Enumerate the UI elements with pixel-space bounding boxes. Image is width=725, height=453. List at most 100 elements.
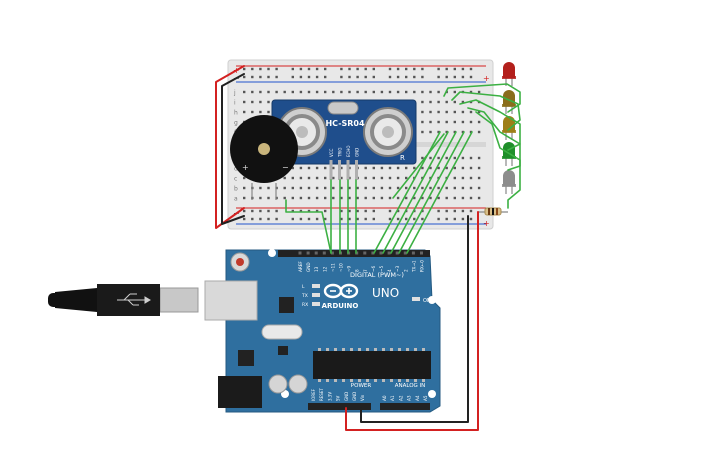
digital-pin-socket[interactable] bbox=[298, 251, 302, 255]
terminal-hole[interactable] bbox=[405, 196, 408, 200]
digital-pin-socket[interactable] bbox=[387, 251, 391, 255]
terminal-hole[interactable] bbox=[477, 110, 481, 114]
rail-hole[interactable] bbox=[307, 209, 311, 213]
rail-hole[interactable] bbox=[461, 67, 465, 71]
terminal-hole[interactable] bbox=[291, 176, 294, 180]
terminal-hole[interactable] bbox=[477, 130, 481, 134]
terminal-hole[interactable] bbox=[429, 196, 432, 200]
wire-power-left[interactable] bbox=[215, 65, 245, 229]
terminal-hole[interactable] bbox=[251, 100, 254, 104]
rail-hole[interactable] bbox=[291, 75, 294, 79]
digital-pin-socket[interactable] bbox=[411, 251, 415, 255]
terminal-hole[interactable] bbox=[315, 196, 319, 200]
terminal-hole[interactable] bbox=[372, 90, 375, 94]
terminal-hole[interactable] bbox=[469, 196, 473, 200]
terminal-hole[interactable] bbox=[372, 186, 375, 190]
terminal-hole[interactable] bbox=[372, 196, 375, 200]
terminal-hole[interactable] bbox=[421, 100, 424, 104]
terminal-hole[interactable] bbox=[413, 186, 416, 190]
terminal-hole[interactable] bbox=[283, 186, 286, 190]
terminal-hole[interactable] bbox=[477, 176, 481, 180]
terminal-hole[interactable] bbox=[380, 186, 384, 190]
terminal-hole[interactable] bbox=[340, 186, 343, 190]
rail-hole[interactable] bbox=[453, 67, 456, 71]
rail-hole[interactable] bbox=[340, 217, 343, 221]
terminal-hole[interactable] bbox=[259, 100, 262, 104]
terminal-hole[interactable] bbox=[315, 186, 319, 190]
terminal-hole[interactable] bbox=[267, 90, 270, 94]
rail-hole[interactable] bbox=[324, 67, 327, 71]
terminal-hole[interactable] bbox=[445, 130, 448, 134]
rail-hole[interactable] bbox=[396, 75, 400, 79]
rail-hole[interactable] bbox=[396, 209, 400, 213]
terminal-hole[interactable] bbox=[429, 156, 432, 160]
terminal-hole[interactable] bbox=[332, 176, 335, 180]
terminal-hole[interactable] bbox=[453, 166, 456, 170]
rail-hole[interactable] bbox=[396, 217, 400, 221]
wire-led-3[interactable] bbox=[390, 131, 457, 254]
terminal-hole[interactable] bbox=[477, 166, 481, 170]
terminal-hole[interactable] bbox=[437, 186, 440, 190]
terminal-hole[interactable] bbox=[307, 90, 311, 94]
rail-hole[interactable] bbox=[348, 217, 351, 221]
terminal-hole[interactable] bbox=[421, 110, 424, 114]
wire-led-6[interactable] bbox=[392, 133, 445, 199]
terminal-hole[interactable] bbox=[437, 166, 440, 170]
terminal-hole[interactable] bbox=[348, 90, 351, 94]
rail-hole[interactable] bbox=[275, 75, 278, 79]
terminal-hole[interactable] bbox=[429, 110, 432, 114]
rail-hole[interactable] bbox=[405, 67, 408, 71]
terminal-hole[interactable] bbox=[251, 90, 254, 94]
terminal-hole[interactable] bbox=[469, 166, 473, 170]
wire-led-loop-2[interactable] bbox=[451, 91, 521, 131]
terminal-hole[interactable] bbox=[437, 196, 440, 200]
terminal-hole[interactable] bbox=[291, 90, 294, 94]
terminal-hole[interactable] bbox=[307, 196, 311, 200]
terminal-hole[interactable] bbox=[324, 186, 327, 190]
rail-hole[interactable] bbox=[348, 209, 351, 213]
terminal-hole[interactable] bbox=[437, 100, 440, 104]
rail-hole[interactable] bbox=[413, 217, 416, 221]
terminal-hole[interactable] bbox=[332, 166, 335, 170]
terminal-hole[interactable] bbox=[388, 186, 392, 190]
terminal-hole[interactable] bbox=[396, 196, 400, 200]
terminal-hole[interactable] bbox=[477, 196, 481, 200]
terminal-hole[interactable] bbox=[461, 156, 465, 160]
rail-hole[interactable] bbox=[405, 217, 408, 221]
rail-hole[interactable] bbox=[388, 217, 392, 221]
terminal-hole[interactable] bbox=[437, 90, 440, 94]
terminal-hole[interactable] bbox=[453, 110, 456, 114]
terminal-hole[interactable] bbox=[469, 90, 473, 94]
terminal-hole[interactable] bbox=[243, 176, 246, 180]
terminal-hole[interactable] bbox=[380, 166, 384, 170]
digital-pin-socket[interactable] bbox=[403, 251, 407, 255]
terminal-hole[interactable] bbox=[243, 186, 246, 190]
terminal-hole[interactable] bbox=[356, 186, 359, 190]
terminal-hole[interactable] bbox=[267, 196, 270, 200]
rail-hole[interactable] bbox=[291, 217, 294, 221]
digital-pin-socket[interactable] bbox=[306, 251, 310, 255]
terminal-hole[interactable] bbox=[461, 110, 465, 114]
terminal-hole[interactable] bbox=[429, 120, 432, 124]
rail-hole[interactable] bbox=[453, 209, 456, 213]
digital-pin-socket[interactable] bbox=[330, 251, 334, 255]
rail-hole[interactable] bbox=[356, 209, 359, 213]
terminal-hole[interactable] bbox=[332, 186, 335, 190]
rail-hole[interactable] bbox=[388, 75, 392, 79]
terminal-hole[interactable] bbox=[469, 186, 473, 190]
rail-hole[interactable] bbox=[421, 217, 424, 221]
wire-ground-left[interactable] bbox=[221, 73, 245, 225]
terminal-hole[interactable] bbox=[275, 90, 278, 94]
rail-hole[interactable] bbox=[267, 209, 270, 213]
terminal-hole[interactable] bbox=[405, 90, 408, 94]
terminal-hole[interactable] bbox=[437, 120, 440, 124]
terminal-hole[interactable] bbox=[396, 186, 400, 190]
terminal-hole[interactable] bbox=[380, 90, 384, 94]
terminal-hole[interactable] bbox=[405, 176, 408, 180]
rail-hole[interactable] bbox=[243, 75, 246, 79]
terminal-hole[interactable] bbox=[299, 196, 303, 200]
rail-hole[interactable] bbox=[275, 67, 278, 71]
rail-hole[interactable] bbox=[372, 75, 375, 79]
terminal-hole[interactable] bbox=[453, 130, 456, 134]
terminal-hole[interactable] bbox=[372, 166, 375, 170]
